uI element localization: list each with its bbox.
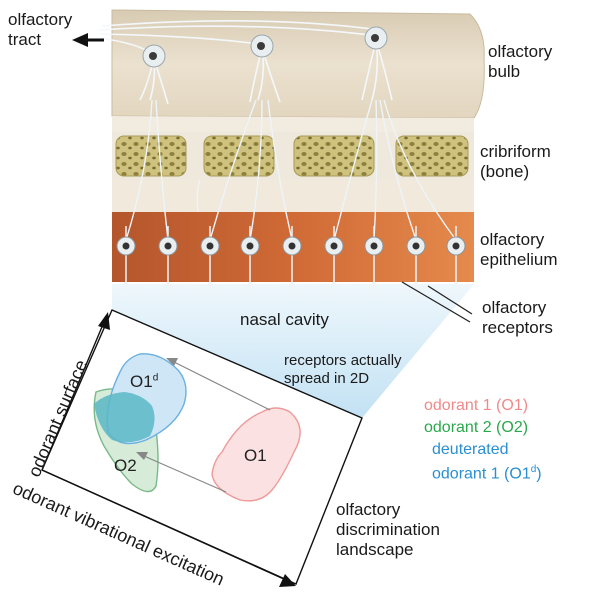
- region-o1: [211, 407, 301, 502]
- receptor-neuron: [324, 226, 344, 298]
- axis-arrows: [41, 312, 296, 587]
- label-olfactory-receptors: olfactory receptors: [482, 298, 553, 337]
- nasal-cavity-projection: [112, 284, 474, 418]
- label-discrimination-landscape: olfactory discrimination landscape: [336, 500, 440, 559]
- receptor-neuron: [406, 226, 426, 298]
- region-label-o2: O2: [114, 456, 137, 475]
- mitral-cell: [249, 34, 281, 103]
- region-overlap: [94, 392, 155, 443]
- receptor-pointer-lines: [401, 281, 473, 323]
- region-label-o1: O1: [244, 446, 267, 465]
- legend-item-deuterated: deuterated: [432, 441, 509, 458]
- label-cribriform: cribriform (bone): [480, 142, 551, 181]
- receptor-neuron: [200, 226, 220, 298]
- shift-arrows: [136, 358, 271, 493]
- region-label-o1d: O1d: [130, 372, 159, 391]
- label-olfactory-tract: olfactory tract: [8, 10, 73, 49]
- olfactory-tract-arrow: [72, 33, 104, 47]
- label-olfactory-epithelium: olfactory epithelium: [480, 230, 558, 269]
- receptor-neuron: [158, 226, 178, 298]
- mitral-cell: [361, 26, 393, 101]
- legend-item-o1d: odorant 1 (O1d): [432, 464, 542, 483]
- cribriform-bone: [112, 132, 474, 212]
- legend-item-o1: odorant 1 (O1): [424, 397, 529, 414]
- receptor-neurons: [116, 226, 466, 298]
- label-nasal-cavity: nasal cavity: [240, 310, 329, 329]
- mitral-cell: [139, 44, 169, 105]
- receptor-axons: [125, 99, 457, 241]
- label-receptors-note: receptors actually spread in 2D: [284, 352, 402, 387]
- landscape-plane: [41, 309, 363, 585]
- legend-item-o2: odorant 2 (O2): [424, 419, 529, 436]
- receptor-neuron: [364, 226, 384, 298]
- receptor-neuron: [282, 226, 302, 298]
- receptor-neuron: [116, 226, 136, 298]
- receptor-neuron: [446, 226, 466, 298]
- label-olfactory-bulb: olfactory bulb: [488, 42, 553, 81]
- mitral-cells: [139, 26, 393, 105]
- receptor-neuron: [240, 226, 260, 298]
